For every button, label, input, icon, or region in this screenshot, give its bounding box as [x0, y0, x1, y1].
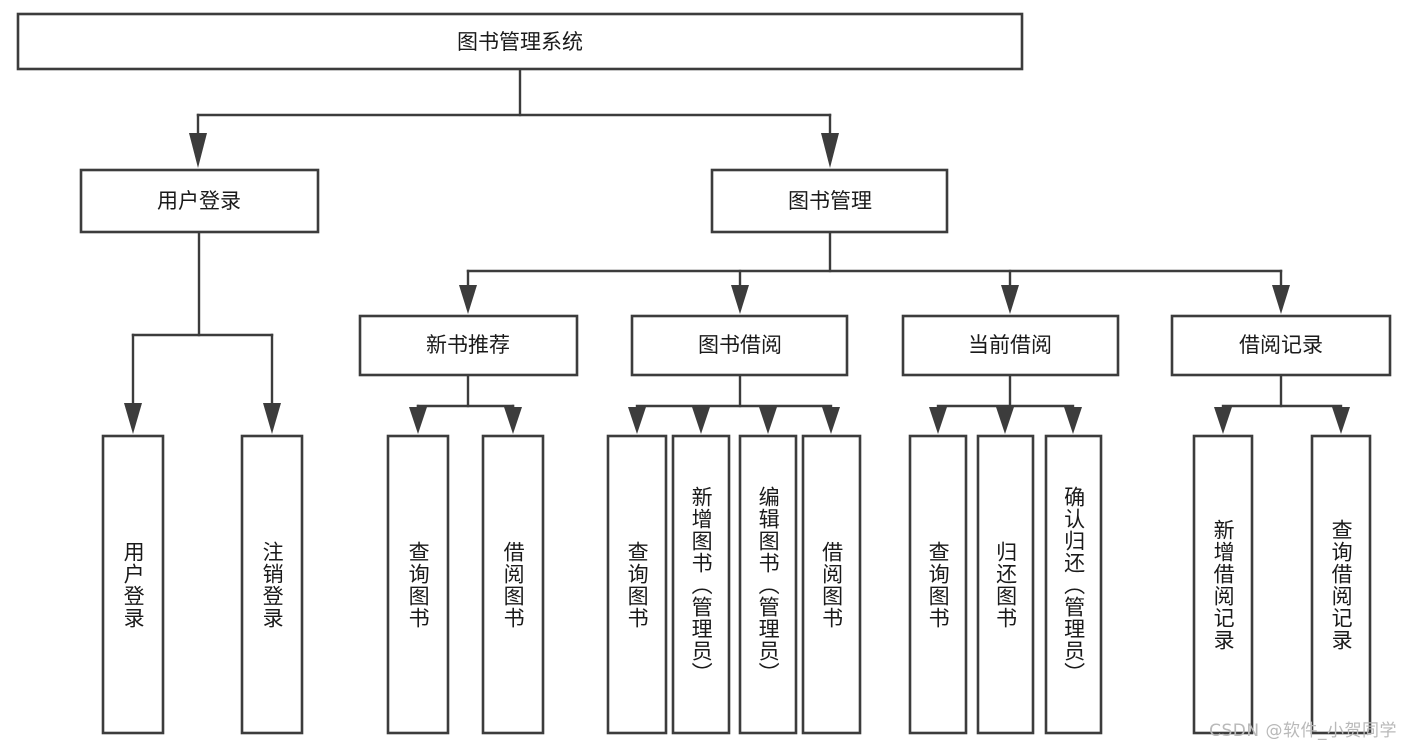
node-user-login-box[interactable]: [79, 168, 320, 234]
arrowhead-current-borrow-leaf-2: [996, 407, 1014, 434]
node-root-box[interactable]: [16, 12, 1024, 71]
leaf-box-current-borrow-1[interactable]: [908, 434, 968, 735]
arrowhead-book-borrow-leaf-1: [628, 407, 646, 434]
arrowhead-new-book-leaf-1: [409, 407, 427, 434]
leaf-box-book-borrow-1[interactable]: [606, 434, 668, 735]
node-current-borrow-label: 当前借阅: [968, 333, 1052, 357]
arrowhead-book-borrow-leaf-2: [692, 407, 710, 434]
connector-book-borrow-to-leaves: [628, 374, 840, 434]
connector-new-book-to-leaves: [409, 374, 522, 434]
connector-book-manage-to-level2: [459, 231, 1290, 314]
arrowhead-book-borrow-leaf-3: [759, 407, 777, 434]
node-book-borrow-box[interactable]: [630, 314, 849, 377]
watermark-text: CSDN @软件_小贺同学: [1209, 721, 1397, 741]
node-user-login-label: 用户登录: [157, 189, 241, 213]
arrowhead-book-borrow-leaf-4: [822, 407, 840, 434]
node-borrow-records-box[interactable]: [1170, 314, 1392, 377]
arrowhead-user-login-leaf-2: [263, 403, 281, 434]
leaf-box-user-login-1[interactable]: [101, 434, 165, 735]
arrowhead-to-current-borrow: [1001, 285, 1019, 314]
node-book-manage-box[interactable]: [710, 168, 949, 234]
arrowhead-current-borrow-leaf-3: [1064, 407, 1082, 434]
leaf-box-current-borrow-2[interactable]: [976, 434, 1035, 735]
arrowhead-user-login-leaf-1: [124, 403, 142, 434]
node-current-borrow-box[interactable]: [901, 314, 1120, 377]
leaf-box-borrow-records-1[interactable]: [1192, 434, 1254, 735]
leaf-box-borrow-records-2[interactable]: [1310, 434, 1372, 735]
leaf-box-new-book-2[interactable]: [481, 434, 545, 735]
node-new-book-box[interactable]: [358, 314, 579, 377]
connector-root-to-level1: [189, 67, 839, 168]
connector-borrow-records-to-leaves: [1214, 374, 1350, 434]
leaf-box-new-book-1[interactable]: [386, 434, 450, 735]
leaf-box-book-borrow-2[interactable]: [671, 434, 731, 735]
arrowhead-to-user-login: [189, 133, 207, 168]
arrowhead-to-book-manage: [821, 133, 839, 168]
arrowhead-to-new-book: [459, 285, 477, 314]
leaf-box-book-borrow-3[interactable]: [738, 434, 798, 735]
node-book-manage-label: 图书管理: [788, 189, 872, 213]
leaf-box-book-borrow-4[interactable]: [801, 434, 862, 735]
arrowhead-to-borrow-records: [1272, 285, 1290, 314]
arrowhead-new-book-leaf-2: [504, 407, 522, 434]
connector-current-borrow-to-leaves: [929, 374, 1082, 434]
node-new-book-label: 新书推荐: [426, 333, 510, 357]
arrowhead-to-book-borrow: [731, 285, 749, 314]
arrowhead-borrow-records-leaf-1: [1214, 407, 1232, 434]
arrowhead-current-borrow-leaf-1: [929, 407, 947, 434]
arrowhead-borrow-records-leaf-2: [1332, 407, 1350, 434]
connector-user-login-to-leaves: [124, 231, 281, 434]
node-root-label: 图书管理系统: [457, 30, 583, 54]
node-borrow-records-label: 借阅记录: [1239, 333, 1323, 357]
leaf-box-current-borrow-3[interactable]: [1044, 434, 1103, 735]
leaf-box-user-login-2[interactable]: [240, 434, 304, 735]
node-book-borrow-label: 图书借阅: [698, 333, 782, 357]
